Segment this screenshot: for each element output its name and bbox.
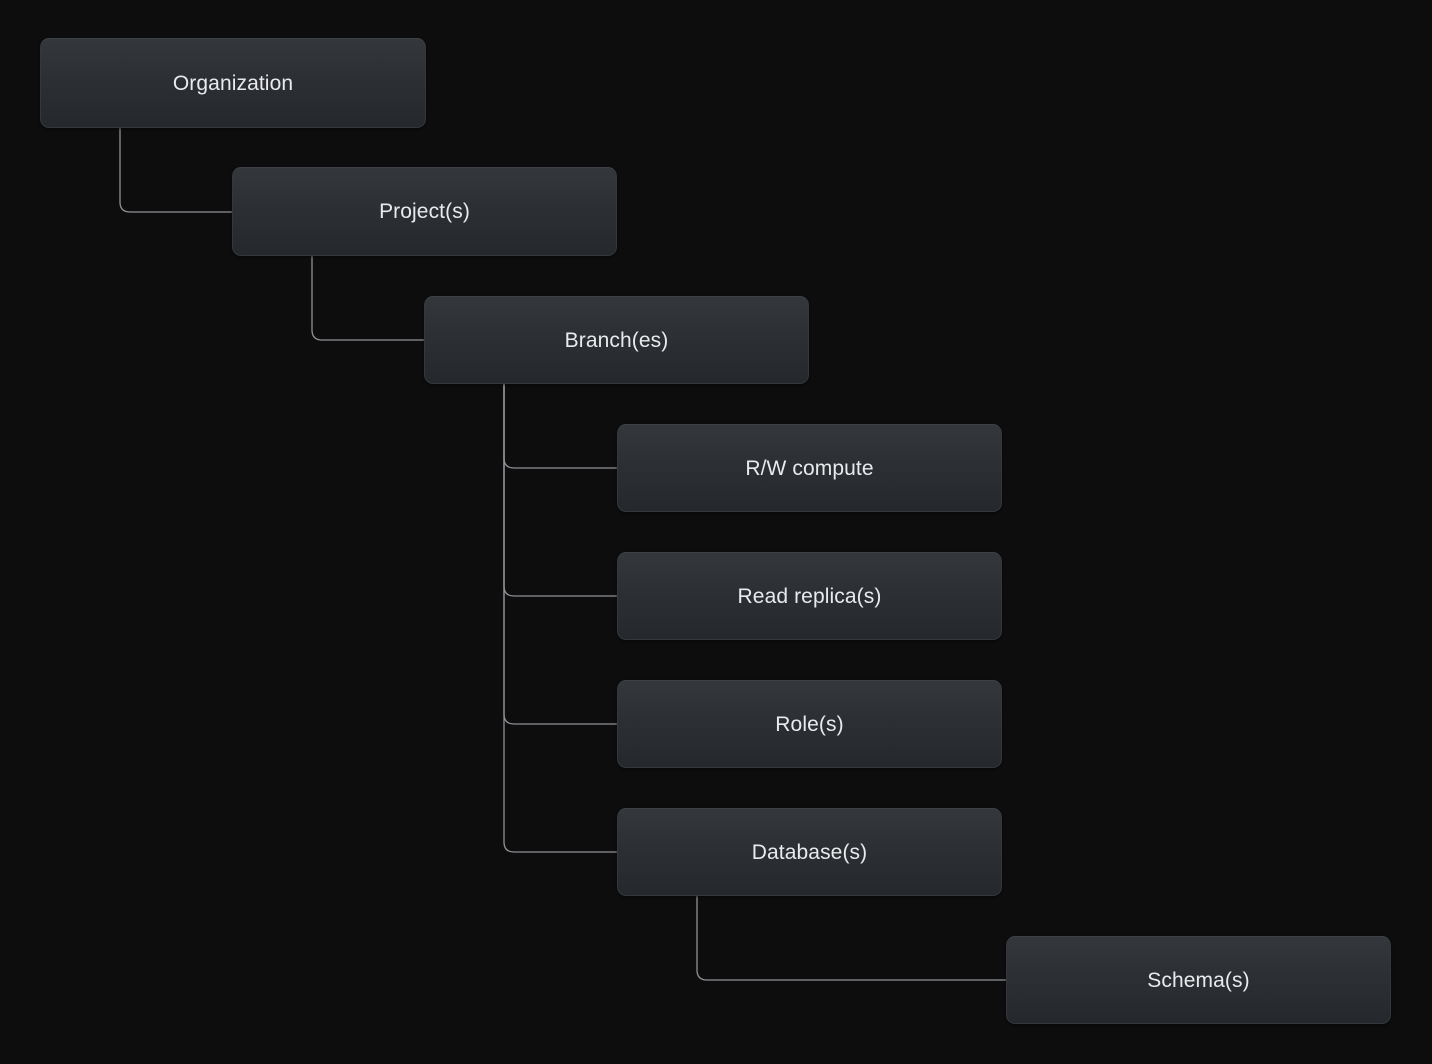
node-label-schema: Schema(s): [1147, 968, 1250, 992]
node-label-role: Role(s): [775, 712, 844, 736]
node-label-branch: Branch(es): [564, 328, 669, 352]
edge-branch-to-database: [503, 383, 618, 853]
edge-branch-to-read-replica: [503, 383, 618, 597]
edge-branch-to-role: [503, 383, 618, 725]
node-project[interactable]: Project(s): [232, 167, 617, 256]
edge-database-to-schema: [696, 895, 1007, 981]
node-rw-compute[interactable]: R/W compute: [617, 424, 1002, 512]
node-label-organization: Organization: [172, 71, 294, 95]
edge-branch-to-rw-compute: [503, 383, 618, 469]
edge-project-to-branch: [311, 255, 425, 341]
node-database[interactable]: Database(s): [617, 808, 1002, 896]
node-branch[interactable]: Branch(es): [424, 296, 809, 384]
node-label-database: Database(s): [751, 840, 868, 864]
node-label-read-replica: Read replica(s): [737, 584, 882, 608]
node-read-replica[interactable]: Read replica(s): [617, 552, 1002, 640]
node-label-project: Project(s): [379, 200, 470, 223]
node-label-rw-compute: R/W compute: [745, 456, 874, 480]
node-role[interactable]: Role(s): [617, 680, 1002, 768]
node-schema[interactable]: Schema(s): [1006, 936, 1391, 1024]
node-organization[interactable]: Organization: [40, 38, 426, 128]
edge-organization-to-project: [119, 127, 233, 213]
